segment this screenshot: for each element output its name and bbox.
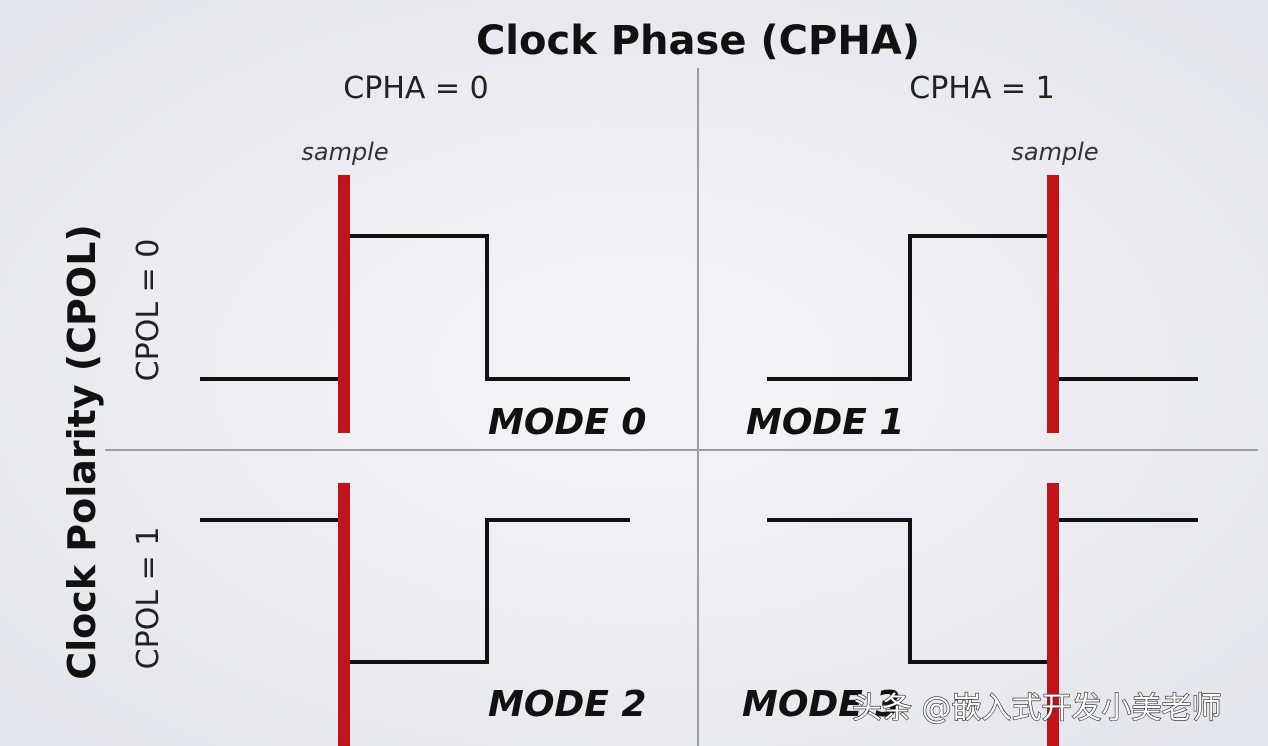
row-label-cpol-0: CPOL = 0 xyxy=(131,239,166,382)
mode-label-3: MODE 3 xyxy=(742,684,900,725)
column-label-cpha-0: CPHA = 0 xyxy=(343,71,488,106)
mode-label-1: MODE 1 xyxy=(746,402,904,443)
clock-waveform-mode-2 xyxy=(200,518,630,664)
sample-edge-marker-mode-2 xyxy=(338,483,350,746)
sample-edge-marker-mode-0 xyxy=(338,175,350,433)
clock-waveform-mode-0 xyxy=(200,234,630,381)
mode-label-2: MODE 2 xyxy=(488,684,646,725)
y-axis-title: Clock Polarity (CPOL) xyxy=(60,224,104,680)
sample-edge-marker-mode-3 xyxy=(1047,483,1059,746)
row-label-cpol-1: CPOL = 1 xyxy=(131,527,166,670)
clock-waveform-mode-3 xyxy=(767,518,1198,664)
column-label-cpha-1: CPHA = 1 xyxy=(909,71,1054,106)
sample-edge-marker-mode-1 xyxy=(1047,175,1059,433)
mode-label-0: MODE 0 xyxy=(488,402,646,443)
clock-waveform-mode-1 xyxy=(767,234,1198,381)
sample-label-cpha-0: sample xyxy=(301,138,388,166)
watermark: 头条 @嵌入式开发小美老师 xyxy=(852,691,1222,726)
diagram-title: Clock Phase (CPHA) xyxy=(476,18,920,64)
sample-label-cpha-1: sample xyxy=(1011,138,1098,166)
